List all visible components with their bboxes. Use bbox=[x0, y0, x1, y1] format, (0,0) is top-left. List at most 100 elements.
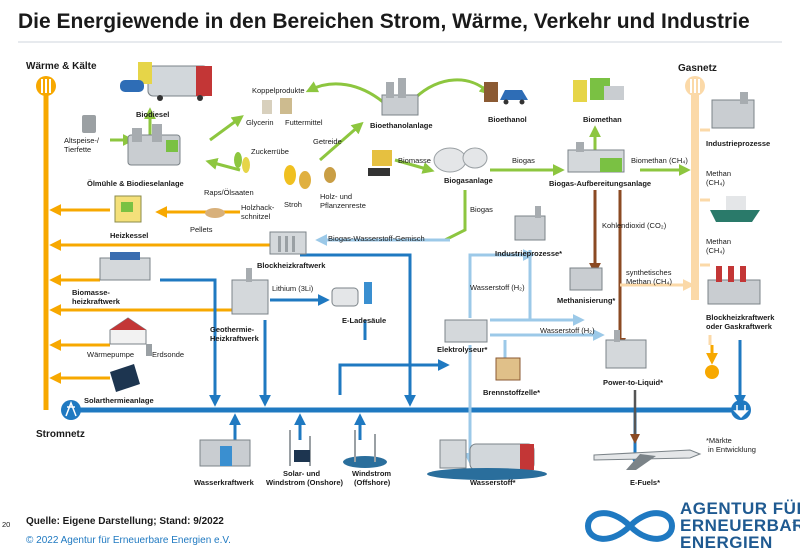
hydrogen-train-icon bbox=[427, 439, 547, 480]
bioethanol-label: Bioethanol bbox=[488, 115, 527, 124]
e-fuels-label: E-Fuels* bbox=[630, 478, 660, 487]
elektrolyseur-label: Elektrolyseur* bbox=[437, 345, 488, 354]
industrieprozesse-right-label: Industrieprozesse bbox=[706, 139, 770, 148]
boiler-icon bbox=[114, 195, 142, 223]
solar-panel-icon bbox=[110, 364, 140, 392]
charging-station-icon bbox=[331, 282, 372, 307]
footer-edge-left: 20 bbox=[2, 520, 10, 529]
heat-pump-icon bbox=[146, 344, 152, 356]
synth-line2: Methan (CH₄) bbox=[626, 277, 672, 286]
electrolyser-icon bbox=[444, 319, 488, 343]
kohlendioxid-label: Kohlendioxid (CO₂) bbox=[602, 221, 667, 230]
biomasseheiz-line1: Biomasse- bbox=[72, 288, 110, 297]
biogas-flow-label: Biogas bbox=[512, 156, 535, 165]
footer-copyright: © 2022 Agentur für Erneuerbare Energien … bbox=[26, 535, 231, 546]
gas-icon bbox=[685, 76, 705, 96]
pellet-icon bbox=[205, 208, 225, 218]
biomass-flows bbox=[110, 78, 691, 242]
e-ladesaeule-label: E-Ladesäule bbox=[342, 316, 386, 325]
bioethanol-plant-icon bbox=[381, 78, 419, 116]
biodiesel-label: Biodiesel bbox=[136, 110, 169, 119]
logo-line3: ENERGIEN bbox=[680, 533, 773, 552]
wasserstoff-2-label: Wasserstoff (H₂) bbox=[540, 326, 595, 335]
wind-line1: Windstrom bbox=[352, 469, 391, 478]
biomass-icon bbox=[368, 150, 392, 176]
biogas-down-label: Biogas bbox=[470, 205, 493, 214]
methan-2-line1: Methan bbox=[706, 237, 731, 246]
holzhack-line2: schnitzel bbox=[241, 212, 271, 221]
co2-flows bbox=[589, 190, 626, 350]
gas-power-plant-icon bbox=[707, 266, 761, 305]
biogas-h2-label: Biogas-Wasserstoff-Gemisch bbox=[328, 234, 425, 243]
methan-2-line2: (CH₄) bbox=[706, 246, 725, 255]
pylon-icon bbox=[61, 400, 81, 420]
bhkw-gas-line2: oder Gaskraftwerk bbox=[706, 322, 773, 331]
waermepumpe-label: Wärmepumpe bbox=[87, 350, 134, 359]
grid-plug-icon bbox=[731, 400, 751, 420]
bhkw-label: Blockheizkraftwerk bbox=[257, 261, 326, 270]
bioethanolanlage-label: Bioethanolanlage bbox=[370, 121, 433, 130]
stroh-label: Stroh bbox=[284, 200, 302, 209]
logo-icon bbox=[584, 510, 676, 542]
hydro-plant-icon bbox=[199, 439, 251, 467]
erdsonde-label: Erdsonde bbox=[152, 350, 184, 359]
bhkw-gas-line1: Blockheizkraftwerk bbox=[706, 313, 775, 322]
hydrogen-flows bbox=[464, 249, 605, 465]
logo-line1: AGENTUR FÜR bbox=[680, 499, 800, 518]
wasserstoff-train-label: Wasserstoff* bbox=[470, 478, 516, 487]
biomethan-label: Biomethan bbox=[583, 115, 622, 124]
raps-label: Raps/Ölsaaten bbox=[204, 188, 254, 197]
koppelprodukte-icon bbox=[262, 98, 292, 114]
wasserstoff-1-label: Wasserstoff (H₂) bbox=[470, 283, 525, 292]
industry-right-icon bbox=[711, 92, 755, 129]
heat-section-label: Wärme & Kälte bbox=[26, 61, 97, 72]
oelmuehle-label: Ölmühle & Biodieselanlage bbox=[87, 179, 184, 188]
house-icon bbox=[109, 317, 147, 345]
geothermie-line1: Geothermie- bbox=[210, 325, 255, 334]
markt-line1: *Märkte bbox=[706, 436, 732, 445]
gas-flows bbox=[620, 128, 712, 345]
holz-label-line2: Pflanzenreste bbox=[320, 201, 366, 210]
heizkessel-label: Heizkessel bbox=[110, 231, 148, 240]
factory-icon bbox=[127, 124, 181, 166]
holzhack-line1: Holzhack- bbox=[241, 203, 275, 212]
methanisierung-label: Methanisierung* bbox=[557, 296, 615, 305]
methanation-icon bbox=[569, 267, 603, 291]
koppelprodukte-label: Koppelprodukte bbox=[252, 86, 305, 95]
aufbereitung-label: Biogas-Aufbereitungsanlage bbox=[549, 179, 651, 188]
footer-edge-right: 7 bbox=[792, 520, 796, 529]
wind-turbine-icon bbox=[289, 430, 311, 466]
holz-label-line1: Holz- und bbox=[320, 192, 352, 201]
crop-icon bbox=[234, 152, 336, 189]
geothermie-line2: Heizkraftwerk bbox=[210, 334, 260, 343]
getreide-label: Getreide bbox=[313, 137, 342, 146]
altspeise-label-line1: Altspeise-/ bbox=[64, 136, 100, 145]
solar-line2: Windstrom (Onshore) bbox=[266, 478, 344, 487]
glycerin-label: Glycerin bbox=[246, 118, 274, 127]
car-icon bbox=[484, 82, 528, 105]
chp-plant-icon bbox=[269, 231, 307, 255]
gas-section-label: Gasnetz bbox=[678, 63, 717, 74]
offshore-wind-icon bbox=[343, 430, 387, 468]
pellets-label: Pellets bbox=[190, 225, 213, 234]
power-to-liquid-icon bbox=[605, 330, 647, 369]
wind-line2: (Offshore) bbox=[354, 478, 391, 487]
brennstoffzelle-label: Brennstoffzelle* bbox=[483, 388, 540, 397]
geothermal-plant-icon bbox=[231, 268, 269, 315]
heat-icon bbox=[36, 76, 56, 96]
biomass-chp-icon bbox=[99, 252, 151, 281]
biomasseheiz-line2: heizkraftwerk bbox=[72, 297, 121, 306]
industrieprozesse-mid-label: Industrieprozesse* bbox=[495, 249, 562, 258]
footer-source: Quelle: Eigene Darstellung; Stand: 9/202… bbox=[26, 516, 224, 527]
solar-line1: Solar- und bbox=[283, 469, 321, 478]
methan-1-line2: (CH₄) bbox=[706, 178, 725, 187]
methan-1-line1: Methan bbox=[706, 169, 731, 178]
ptl-label: Power-to-Liquid* bbox=[603, 378, 663, 387]
solarthermie-label: Solarthermieanlage bbox=[84, 396, 154, 405]
heat-down-arrow bbox=[705, 345, 719, 379]
biomasse-label: Biomasse bbox=[398, 156, 431, 165]
biomethan-flow-label: Biomethan (CH₄) bbox=[631, 156, 688, 165]
synth-line1: synthetisches bbox=[626, 268, 672, 277]
